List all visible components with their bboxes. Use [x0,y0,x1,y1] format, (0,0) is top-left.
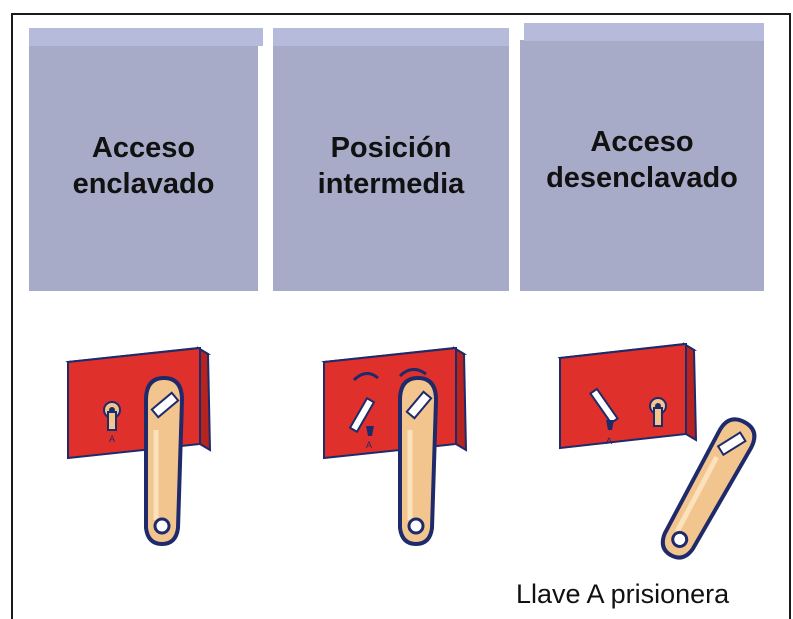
interlock-device-unlocked: A [557,342,757,560]
state-label-locked-line1: Acceso [91,132,196,164]
state-label-unlocked: Acceso desenclavado [520,124,764,196]
lock-body [321,346,468,460]
state-label-intermediate-line2: intermedia [317,168,465,200]
rotation-arrow-icon [352,368,427,382]
state-panel-intermediate [273,45,509,291]
lock-body [557,342,698,450]
switch-handle-icon [348,396,376,436]
state-label-unlocked-line1: Acceso [590,126,694,158]
lock-body [65,346,212,460]
state-panel-unlocked-top [524,23,764,41]
diagram-frame [11,13,791,619]
key-icon [660,417,757,560]
key-letter-label: A [109,434,115,444]
key-icon [398,375,439,547]
state-label-locked: Acceso enclavado [29,130,258,202]
keyhole-icon [103,401,121,431]
switch-handle-icon [589,387,619,430]
state-panel-unlocked [520,40,764,291]
keyhole-icon [649,397,667,427]
state-label-unlocked-line2: desenclavado [546,162,738,194]
state-label-intermediate: Posición intermedia [273,130,509,202]
interlock-device-intermediate: A [321,346,468,547]
state-label-intermediate-line1: Posición [330,132,452,164]
state-panel-locked-top [29,28,263,46]
trapped-key-caption: Llave A prisionera [516,579,730,609]
state-panel-intermediate-top [273,28,509,46]
interlock-device-locked: A [65,346,212,547]
key-letter-label: A [606,436,612,446]
key-icon [144,375,185,547]
key-letter-label: A [366,440,372,450]
state-panel-locked [29,45,258,291]
state-label-locked-line2: enclavado [72,168,215,200]
